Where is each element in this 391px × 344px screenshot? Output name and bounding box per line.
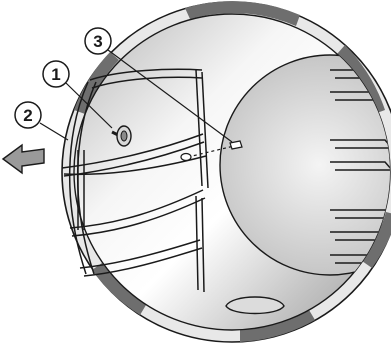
removal-direction-arrow-icon	[3, 145, 44, 173]
callout-2-label: 2	[23, 106, 32, 125]
callout-2: 2	[15, 102, 41, 128]
callout-3-label: 3	[93, 32, 102, 51]
callout-3: 3	[85, 28, 111, 54]
drain-recess	[226, 297, 284, 314]
callout-1: 1	[43, 61, 69, 87]
callout-2-leader	[40, 123, 68, 140]
callout-1-label: 1	[51, 65, 60, 84]
